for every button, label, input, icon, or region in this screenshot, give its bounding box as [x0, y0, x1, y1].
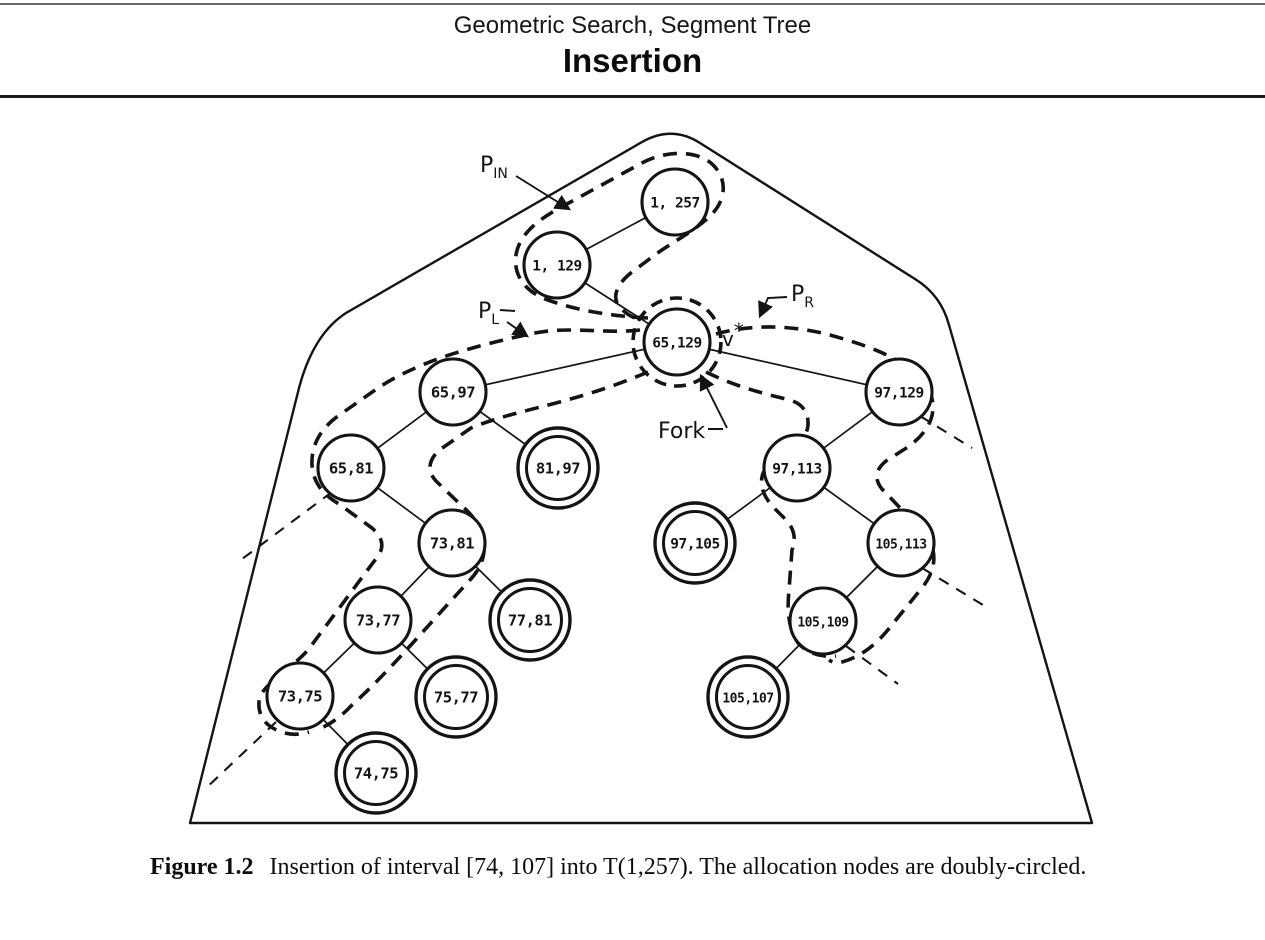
tree-node-label: 65,97	[431, 384, 475, 402]
annotation-label-p-in: PIN	[480, 153, 508, 182]
tree-node-circle	[316, 433, 386, 503]
tree-node-circle	[762, 433, 832, 503]
ellipsis-edge	[845, 645, 899, 685]
p-in-arrow	[515, 175, 572, 211]
allocation-node-inner-circle	[662, 510, 728, 576]
tree-node-label: 105,113	[875, 538, 926, 553]
tree-node-label: 77,81	[508, 612, 552, 630]
p-r-arrow	[758, 296, 788, 319]
slide-header: Geometric Search, Segment Tree Insertion	[0, 12, 1265, 80]
tree-node-label: 75,77	[434, 689, 478, 707]
figure-caption-text: Insertion of interval [74, 107] into T(1…	[269, 854, 1087, 880]
tree-node-label: 1, 257	[650, 196, 699, 212]
tree-node-circle	[343, 585, 413, 655]
tree-edge	[676, 341, 900, 393]
ellipsis-edge	[237, 491, 333, 563]
tree-node-circle	[788, 586, 858, 656]
tree-node-label: 73,81	[430, 535, 474, 553]
tree-node-circle	[866, 508, 936, 578]
annotation-label-v-star: v*	[722, 319, 744, 351]
annotation-label-p-l: PL	[478, 299, 499, 328]
page-top-border	[0, 3, 1265, 5]
tree-node-label: 73,77	[356, 612, 400, 630]
tree-node-circle	[864, 357, 934, 427]
allocation-node-inner-circle	[525, 435, 591, 501]
ellipsis-edge	[203, 721, 277, 791]
allocation-node-inner-circle	[423, 664, 489, 730]
tree-node-label: 81,97	[536, 460, 580, 478]
tree-node-circle	[417, 508, 487, 578]
tree-node-label: 1, 129	[532, 259, 581, 275]
tree-node-circle	[418, 357, 488, 427]
slide-subtitle: Geometric Search, Segment Tree	[453, 12, 812, 39]
figure-caption: Figure 1.2 Insertion of interval [74, 107…	[150, 852, 1118, 883]
slide-title: Insertion	[562, 42, 703, 79]
p-r-outer-path	[715, 325, 936, 665]
tree-node-label: 105,109	[797, 616, 848, 631]
tree-node-label: 65,81	[329, 460, 373, 478]
tree-node-label: 105,107	[722, 692, 773, 707]
annotation-label-fork: Fork	[658, 419, 705, 444]
tree-node-circle	[265, 661, 335, 731]
ellipsis-edge	[921, 567, 989, 609]
allocation-node-inner-circle	[497, 587, 563, 653]
tree-node-label: 65,129	[652, 336, 701, 352]
tree-node-circle	[640, 167, 710, 237]
p-l-arrow	[506, 321, 529, 338]
annotation-label-p-r: PR	[791, 282, 814, 311]
label-connector-dash	[499, 309, 516, 312]
fork-arrow	[699, 373, 728, 429]
allocation-node-inner-circle	[343, 740, 409, 806]
figure-caption-number: Figure 1.2	[150, 854, 254, 880]
tree-edge	[452, 341, 678, 393]
fork-node-dashed-ring	[631, 296, 723, 388]
tree-node-label: 97,105	[670, 537, 719, 553]
tree-node-label: 97,129	[874, 386, 923, 402]
p-l-outer-path	[257, 328, 641, 737]
tree-node-label: 74,75	[354, 765, 398, 783]
header-rule	[0, 95, 1265, 98]
ellipsis-edge	[919, 415, 973, 449]
tree-node-label: 97,113	[772, 462, 821, 478]
tree-node-label: 73,75	[278, 688, 322, 706]
tree-node-circle	[522, 230, 592, 300]
boundary-outline	[188, 132, 1094, 825]
allocation-node-inner-circle	[715, 664, 781, 730]
tree-node-circle	[642, 307, 712, 377]
